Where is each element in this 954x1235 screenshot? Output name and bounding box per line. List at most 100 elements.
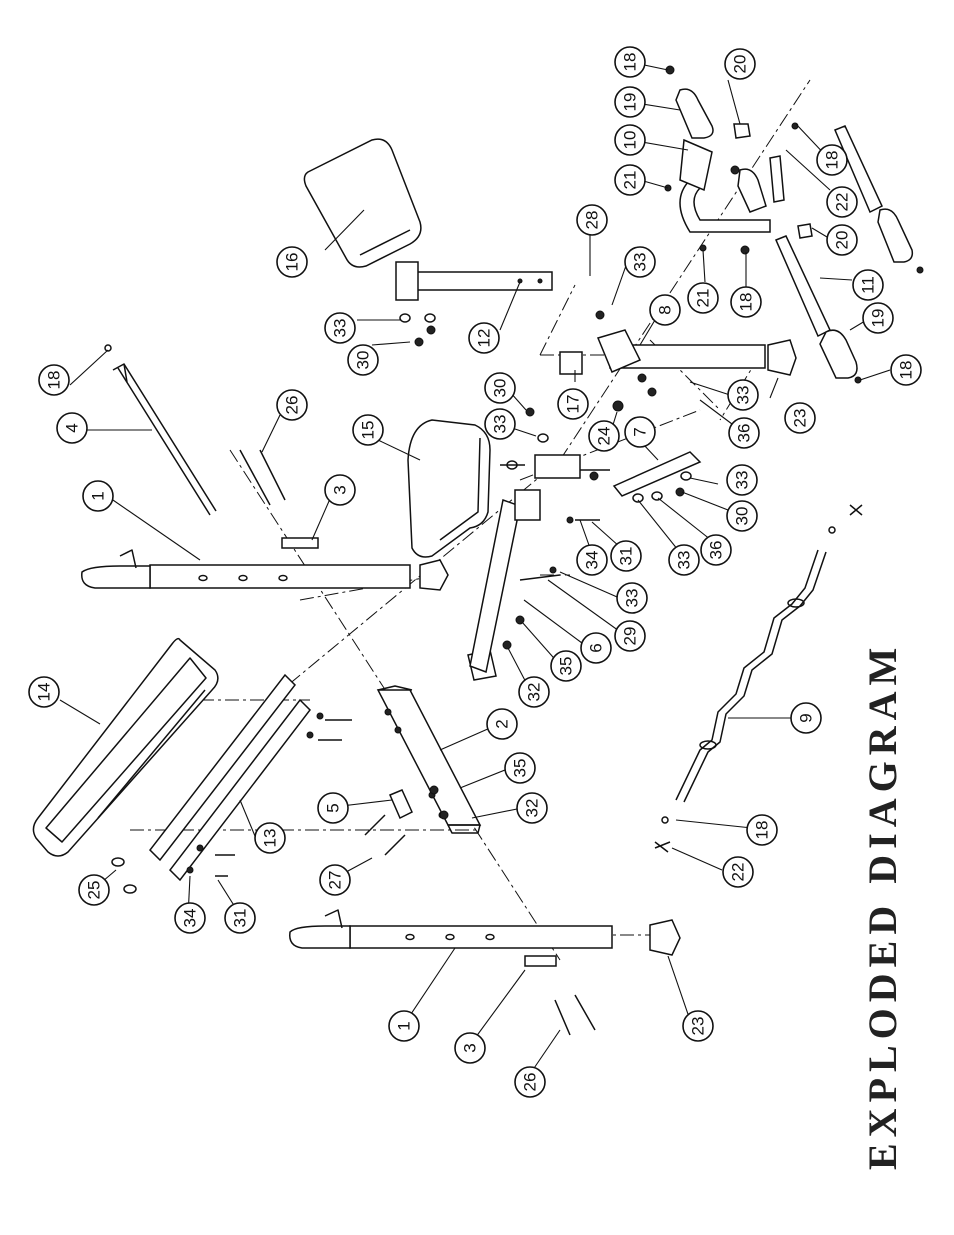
part-callout-4: 4 (57, 413, 87, 443)
callout-number: 30 (354, 351, 373, 370)
callout-number: 9 (797, 713, 816, 722)
callout-number: 33 (491, 415, 510, 434)
callout-number: 23 (791, 409, 810, 428)
part-callout-25: 25 (79, 875, 109, 905)
callout-number: 29 (621, 627, 640, 646)
callout-number: 20 (833, 231, 852, 250)
callout-number: 21 (694, 289, 713, 308)
part-callout-10: 10 (615, 125, 645, 155)
callout-number: 13 (261, 829, 280, 848)
part-callout-33: 33 (325, 313, 355, 343)
callout-number: 4 (63, 423, 82, 432)
callout-number: 14 (35, 683, 54, 702)
callout-number: 32 (525, 683, 544, 702)
callout-number: 33 (734, 386, 753, 405)
callout-number: 1 (89, 491, 108, 500)
callout-number: 35 (511, 759, 530, 778)
part-callout-11: 11 (853, 270, 883, 300)
part-callout-9: 9 (791, 703, 821, 733)
callout-number: 10 (621, 131, 640, 150)
part-callout-18: 18 (891, 355, 921, 385)
part-callout-19: 19 (615, 87, 645, 117)
part-callout-33: 33 (617, 583, 647, 613)
preacher-post (396, 262, 552, 300)
callout-number: 17 (564, 395, 583, 414)
callout-number: 30 (491, 379, 510, 398)
part-callout-33: 33 (669, 545, 699, 575)
part-callout-33: 33 (625, 247, 655, 277)
part-callout-23: 23 (785, 403, 815, 433)
part-callout-7: 7 (625, 417, 655, 447)
callout-number: 36 (735, 424, 754, 443)
part-callout-16: 16 (277, 247, 307, 277)
part-callout-21: 21 (688, 283, 718, 313)
part-callout-34: 34 (577, 545, 607, 575)
main-rail (378, 686, 480, 833)
callout-number: 2 (493, 719, 512, 728)
part-callout-36: 36 (701, 535, 731, 565)
part-callout-22: 22 (723, 857, 753, 887)
callout-number: 6 (587, 643, 606, 652)
part-callout-29: 29 (615, 621, 645, 651)
part-callout-36: 36 (729, 418, 759, 448)
callout-number: 18 (823, 151, 842, 170)
part-callout-35: 35 (505, 753, 535, 783)
leg-developer (676, 89, 912, 378)
part-callout-35: 35 (551, 651, 581, 681)
callout-number: 22 (833, 193, 852, 212)
callout-number: 30 (733, 507, 752, 526)
part-callout-33: 33 (485, 409, 515, 439)
part-callout-18: 18 (731, 287, 761, 317)
callout-number: 18 (897, 361, 916, 380)
callout-number: 35 (557, 657, 576, 676)
callout-number: 11 (859, 276, 878, 294)
part-callout-31: 31 (611, 541, 641, 571)
part-callout-31: 31 (225, 903, 255, 933)
callout-number: 32 (523, 799, 542, 818)
part-callout-2: 2 (487, 709, 517, 739)
callout-number: 34 (583, 551, 602, 570)
part-callout-24: 24 (589, 421, 619, 451)
callout-number: 31 (231, 909, 250, 928)
part-callout-18: 18 (817, 145, 847, 175)
callout-number: 18 (45, 371, 64, 390)
seat-pad (33, 639, 217, 856)
part-callout-14: 14 (29, 677, 59, 707)
callout-number: 15 (359, 421, 378, 440)
callout-number: 26 (283, 396, 302, 415)
front-leg-upper (82, 550, 448, 590)
part-callout-30: 30 (485, 373, 515, 403)
part-callout-13: 13 (255, 823, 285, 853)
callout-number: 33 (733, 471, 752, 490)
callout-number: 16 (283, 253, 302, 272)
part-callout-28: 28 (577, 205, 607, 235)
callout-number: 21 (621, 171, 640, 190)
callout-number: 27 (326, 871, 345, 890)
callout-number: 23 (689, 1017, 708, 1036)
callout-number: 19 (869, 309, 888, 328)
part-callout-17: 17 (558, 389, 588, 419)
front-leg-lower (290, 910, 680, 955)
part-callout-18: 18 (615, 47, 645, 77)
part-callout-19: 19 (863, 303, 893, 333)
callout-number: 1 (395, 1021, 414, 1030)
part-callout-30: 30 (727, 501, 757, 531)
callout-number: 7 (631, 427, 650, 436)
part-callout-1: 1 (83, 481, 113, 511)
part-callout-18: 18 (39, 365, 69, 395)
part-callout-6: 6 (581, 633, 611, 663)
part-callout-23: 23 (683, 1011, 713, 1041)
part-callout-12: 12 (469, 323, 499, 353)
part-callout-33: 33 (727, 465, 757, 495)
callout-number: 36 (707, 541, 726, 560)
part-callout-34: 34 (175, 903, 205, 933)
callout-number: 34 (181, 909, 200, 928)
callout-number: 18 (621, 53, 640, 72)
diagram-title: EXPLODED DIAGRAM (860, 642, 905, 1170)
part-callout-33: 33 (728, 380, 758, 410)
callout-number: 28 (583, 211, 602, 230)
callout-number: 3 (331, 485, 350, 494)
callout-number: 18 (753, 821, 772, 840)
back-pad (408, 420, 490, 557)
